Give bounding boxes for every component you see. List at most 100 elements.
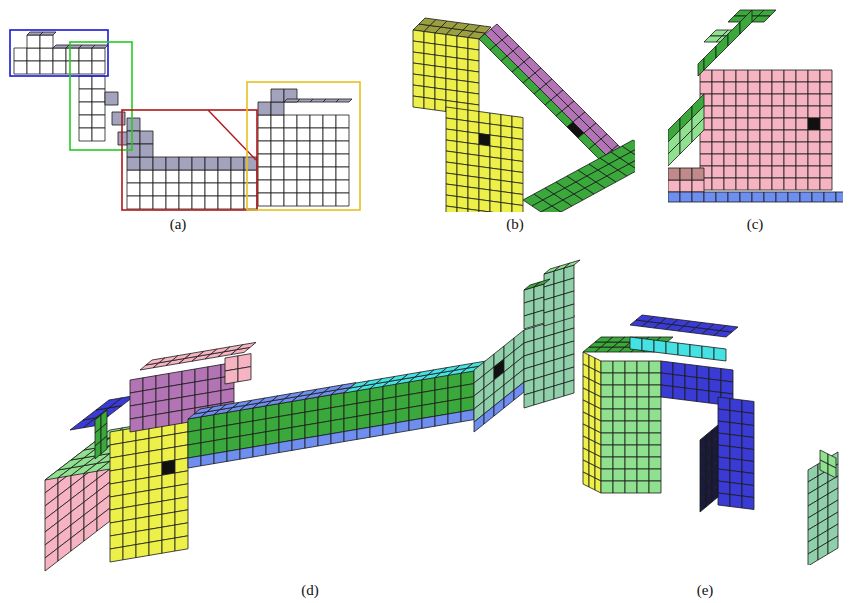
voxel-face <box>649 469 661 481</box>
voxel-face <box>435 44 446 57</box>
voxel-face <box>748 118 760 130</box>
voxel-face <box>613 385 625 397</box>
voxel-face <box>123 545 136 560</box>
voxel-face <box>169 384 182 399</box>
voxel-face <box>305 410 318 425</box>
voxel-face <box>544 386 554 402</box>
voxel-face <box>512 193 523 206</box>
voxel-face <box>225 369 238 384</box>
voxel-face <box>736 118 748 130</box>
voxel-face <box>130 417 143 432</box>
panel-label: (b) <box>493 215 537 233</box>
voxel-face <box>310 141 323 154</box>
voxel-face <box>501 170 512 183</box>
voxel-face <box>370 412 383 427</box>
voxel-face <box>336 154 349 167</box>
voxel-face <box>218 196 231 209</box>
voxel-face <box>512 160 523 173</box>
voxel-face <box>136 529 149 544</box>
voxel-face <box>413 52 424 65</box>
voxel-face <box>266 443 279 455</box>
voxel-face <box>331 406 344 421</box>
voxel-face <box>457 91 468 104</box>
voxel-face <box>479 112 490 125</box>
voxel-face <box>166 170 179 183</box>
voxel-face <box>534 279 550 287</box>
voxel-face <box>127 170 140 183</box>
voxel-face <box>680 130 692 154</box>
voxel-face <box>130 404 143 419</box>
voxel-face <box>110 430 123 445</box>
voxel-face <box>721 369 733 383</box>
voxel-face <box>258 154 271 167</box>
voxel-face <box>227 436 240 451</box>
voxel-face <box>468 49 479 62</box>
voxel-face <box>279 414 292 429</box>
voxel-face <box>772 178 784 190</box>
voxel-face <box>702 346 714 360</box>
voxel-face <box>820 460 828 474</box>
voxel-face <box>468 121 479 134</box>
voxel-face <box>479 156 490 169</box>
voxel-face <box>323 141 336 154</box>
voxel-face <box>105 92 118 105</box>
voxel-face <box>446 90 457 103</box>
voxel-face <box>79 128 92 141</box>
voxel-face <box>136 516 149 531</box>
voxel-face <box>175 523 188 538</box>
voxel-face <box>461 384 474 399</box>
voxel-face <box>784 82 796 94</box>
voxel-face <box>266 430 279 445</box>
voxel-face <box>680 168 692 180</box>
voxel-face <box>136 438 149 453</box>
voxel-face <box>413 30 424 43</box>
voxel-face <box>666 342 678 356</box>
voxel-face <box>284 115 297 128</box>
voxel-face <box>446 57 457 70</box>
voxel-face <box>673 363 685 377</box>
voxel-face <box>637 385 649 397</box>
voxel-face <box>748 130 760 142</box>
voxel-face <box>661 361 673 375</box>
voxel-face <box>649 421 661 433</box>
voxel-face <box>490 168 501 181</box>
voxel-face <box>736 130 748 142</box>
voxel-face <box>27 61 40 74</box>
voxel-face <box>601 457 613 469</box>
voxel-face <box>110 495 123 510</box>
voxel-face <box>772 142 784 154</box>
voxel-face <box>534 310 544 326</box>
voxel-face <box>637 421 649 433</box>
voxel-face <box>110 521 123 536</box>
voxel-face <box>457 109 468 122</box>
voxel-face <box>446 140 457 153</box>
voxel-face <box>668 180 680 192</box>
voxel-face <box>637 445 649 457</box>
voxel-face <box>140 131 153 144</box>
voxel-face <box>240 434 253 449</box>
voxel-face <box>760 70 772 82</box>
voxel-face <box>192 157 205 170</box>
voxel-face <box>808 94 820 106</box>
voxel-face <box>123 493 136 508</box>
voxel-face <box>820 130 832 142</box>
voxel-face <box>583 472 589 487</box>
voxel-face <box>461 410 474 422</box>
voxel-face <box>370 399 383 414</box>
voxel-face <box>760 166 772 178</box>
voxel-face <box>79 102 92 115</box>
voxel-face <box>828 464 836 478</box>
voxel-face <box>501 148 512 161</box>
voxel-face <box>457 131 468 144</box>
voxel-face <box>101 436 107 454</box>
voxel-face <box>501 181 512 194</box>
voxel-face <box>564 380 574 396</box>
voxel-face <box>136 451 149 466</box>
voxel-face <box>201 415 214 430</box>
voxel-face <box>512 204 523 212</box>
voxel-face <box>136 490 149 505</box>
voxel-face <box>700 495 706 512</box>
voxel-face <box>179 196 192 209</box>
voxel-face <box>718 397 730 411</box>
voxel-face <box>685 388 697 402</box>
